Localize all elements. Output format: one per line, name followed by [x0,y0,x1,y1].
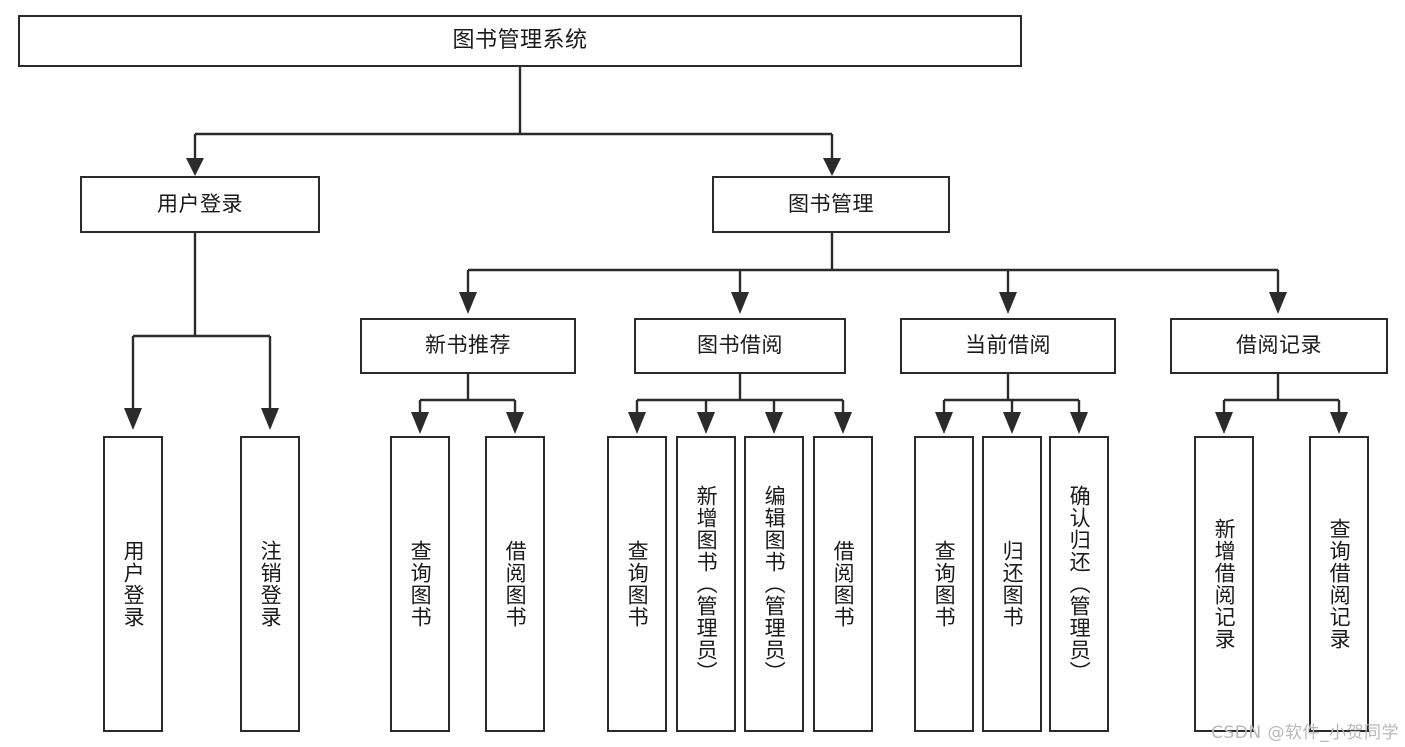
arrowhead-br-leaf2 [1330,412,1348,434]
leaf-label: 新增图书（管理员） [694,485,719,683]
leaf-label: 查询图书 [932,540,957,628]
node-book-borrow[interactable]: 图书借阅 [634,318,846,374]
leaf-query-borrow-record[interactable]: 查询借阅记录 [1309,436,1369,732]
leaf-confirm-return-admin[interactable]: 确认归还（管理员） [1049,436,1109,732]
leaf-label: 查询图书 [625,540,650,628]
leaf-label: 注销登录 [258,540,283,628]
node-current-borrow[interactable]: 当前借阅 [900,318,1116,374]
leaf-borrow-book-recommend[interactable]: 借阅图书 [485,436,545,732]
arrowhead-nb-leaf1 [411,412,429,434]
arrowhead-current-borrow [999,292,1017,314]
leaf-label: 编辑图书（管理员） [762,485,787,683]
arrowhead-user-login [186,158,204,176]
arrowhead-bb-leaf3 [765,412,783,434]
leaf-label: 查询借阅记录 [1327,518,1352,650]
leaf-logout[interactable]: 注销登录 [240,436,300,732]
node-borrow-record[interactable]: 借阅记录 [1170,318,1388,374]
leaf-label: 确认归还（管理员） [1067,485,1092,683]
arrowhead-nb-leaf2 [506,412,524,434]
leaf-query-book-borrow[interactable]: 查询图书 [607,436,667,732]
node-root-system[interactable]: 图书管理系统 [18,15,1022,67]
arrowhead-cb-leaf1 [935,412,953,434]
leaf-label: 借阅图书 [503,540,528,628]
arrowhead-bb-leaf2 [697,412,715,434]
arrowhead-cb-leaf3 [1070,412,1088,434]
leaf-borrow-book[interactable]: 借阅图书 [813,436,873,732]
leaf-label: 用户登录 [121,540,146,628]
leaf-add-borrow-record[interactable]: 新增借阅记录 [1194,436,1254,732]
leaf-return-book[interactable]: 归还图书 [982,436,1042,732]
leaf-edit-book-admin[interactable]: 编辑图书（管理员） [744,436,804,732]
leaf-label: 归还图书 [1000,540,1025,628]
arrowhead-bb-leaf4 [834,412,852,434]
watermark-text: CSDN @软件_小贺同学 [1211,723,1399,743]
leaf-user-login[interactable]: 用户登录 [103,436,163,732]
leaf-query-book-current[interactable]: 查询图书 [914,436,974,732]
leaf-label: 新增借阅记录 [1212,518,1237,650]
arrowhead-new-book [459,292,477,314]
arrowhead-leaf-logout [261,408,279,430]
node-new-book-recommend[interactable]: 新书推荐 [360,318,576,374]
arrowhead-borrow-record [1269,292,1287,314]
node-user-login[interactable]: 用户登录 [80,176,320,233]
arrowhead-leaf-user-login [124,408,142,430]
leaf-label: 借阅图书 [831,540,856,628]
arrowhead-book-manage [823,158,841,176]
arrowhead-bb-leaf1 [628,412,646,434]
arrowhead-br-leaf1 [1215,412,1233,434]
arrowhead-book-borrow [731,292,749,314]
leaf-query-book-recommend[interactable]: 查询图书 [390,436,450,732]
leaf-label: 查询图书 [408,540,433,628]
arrowhead-cb-leaf2 [1003,412,1021,434]
leaf-add-book-admin[interactable]: 新增图书（管理员） [676,436,736,732]
node-book-management[interactable]: 图书管理 [712,176,950,233]
